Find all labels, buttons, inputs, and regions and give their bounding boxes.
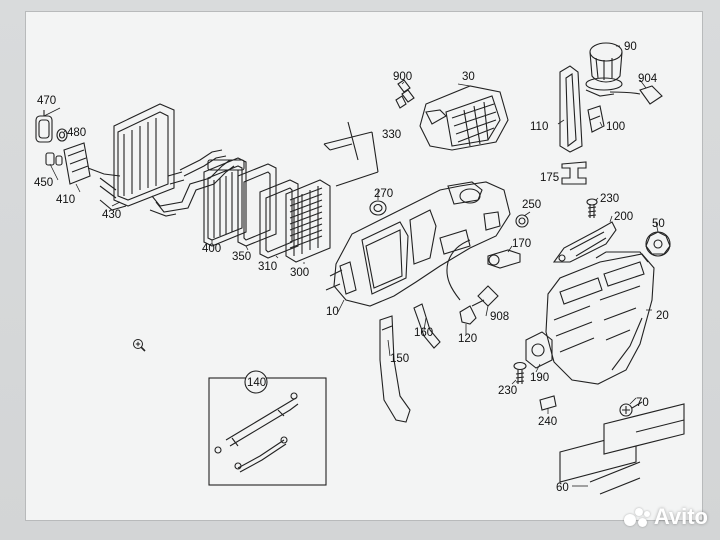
label-10: 10: [326, 306, 339, 318]
label-240: 240: [538, 416, 557, 428]
part-900-clips: [395, 79, 415, 109]
part-450-clip: [45, 152, 63, 166]
part-480-ring: [56, 128, 68, 142]
part-240-clip: [539, 395, 557, 411]
part-230-screw-lower: [513, 361, 527, 384]
label-110: 110: [530, 121, 548, 133]
label-450: 450: [34, 177, 53, 189]
label-120: 120: [458, 333, 477, 345]
part-310-filter-frame: [259, 179, 299, 259]
label-310: 310: [258, 261, 277, 273]
part-60-insulation-panels: [559, 403, 685, 495]
part-330-leader-lines: [323, 121, 379, 187]
part-number-labels: 470 480 450 410 430 400 350 310 300 900 …: [34, 41, 669, 494]
part-250-nut: [515, 214, 529, 228]
part-470-sensor: [35, 110, 53, 143]
part-400-heater-core: [203, 157, 247, 247]
part-270-plug: [369, 200, 387, 216]
part-110-duct: [559, 65, 583, 153]
avito-logo-icon: [623, 506, 650, 528]
avito-watermark: Avito: [623, 504, 708, 530]
label-20: 20: [656, 310, 669, 322]
part-20-distribution-housing: [545, 251, 655, 385]
label-170: 170: [512, 238, 531, 250]
part-160-hose: [413, 303, 441, 349]
label-160: 160: [414, 327, 433, 339]
label-250: 250: [522, 199, 541, 211]
label-175: 175: [540, 172, 559, 184]
part-908-connector: [471, 285, 499, 307]
part-150-drain-tube: [379, 315, 411, 423]
label-270: 270: [374, 188, 393, 200]
label-150: 150: [390, 353, 409, 365]
label-190: 190: [530, 372, 549, 384]
part-50-gear: [645, 231, 671, 257]
label-30: 30: [462, 71, 475, 83]
label-470: 470: [37, 95, 56, 107]
part-120-sensor: [446, 239, 477, 325]
part-430-evaporator: [99, 103, 175, 211]
part-190-actuator: [525, 331, 553, 369]
label-200: 200: [614, 211, 633, 223]
label-430: 430: [102, 209, 121, 221]
part-refrigerant-pipes: [149, 149, 235, 217]
label-908: 908: [490, 311, 509, 323]
label-480: 480: [67, 127, 86, 139]
leader-lines: [43, 45, 659, 487]
label-100: 100: [606, 121, 625, 133]
part-70-screw: [619, 401, 643, 417]
part-175-bracket: [561, 161, 587, 185]
part-230-screw-top: [586, 198, 598, 218]
label-350: 350: [232, 251, 251, 263]
part-100-regulator: [587, 105, 605, 133]
label-70: 70: [636, 397, 649, 409]
label-300: 300: [290, 267, 309, 279]
label-90: 90: [624, 41, 637, 53]
part-30-blower-housing: [419, 85, 509, 151]
label-230-top: 230: [600, 193, 619, 205]
part-200-linkage: [552, 221, 617, 263]
part-170-actuator: [487, 249, 521, 269]
magnifier-plus-icon[interactable]: [133, 339, 146, 352]
label-140: 140: [247, 377, 266, 389]
part-140-inset-box: [208, 370, 327, 486]
label-904: 904: [638, 73, 658, 85]
label-410: 410: [56, 194, 75, 206]
part-10-main-housing: [325, 181, 511, 307]
part-90-blower-motor: [585, 42, 623, 97]
label-60: 60: [556, 482, 569, 494]
part-350-filter: [237, 163, 277, 247]
avito-watermark-text: Avito: [653, 504, 708, 529]
label-330: 330: [382, 129, 401, 141]
part-904-connector: [609, 85, 663, 105]
label-900: 900: [393, 71, 412, 83]
part-410-valve: [63, 142, 121, 185]
label-230-lower: 230: [498, 385, 517, 397]
label-50: 50: [652, 218, 665, 230]
label-400: 400: [202, 243, 221, 255]
part-300-cabin-filter: [285, 179, 331, 263]
